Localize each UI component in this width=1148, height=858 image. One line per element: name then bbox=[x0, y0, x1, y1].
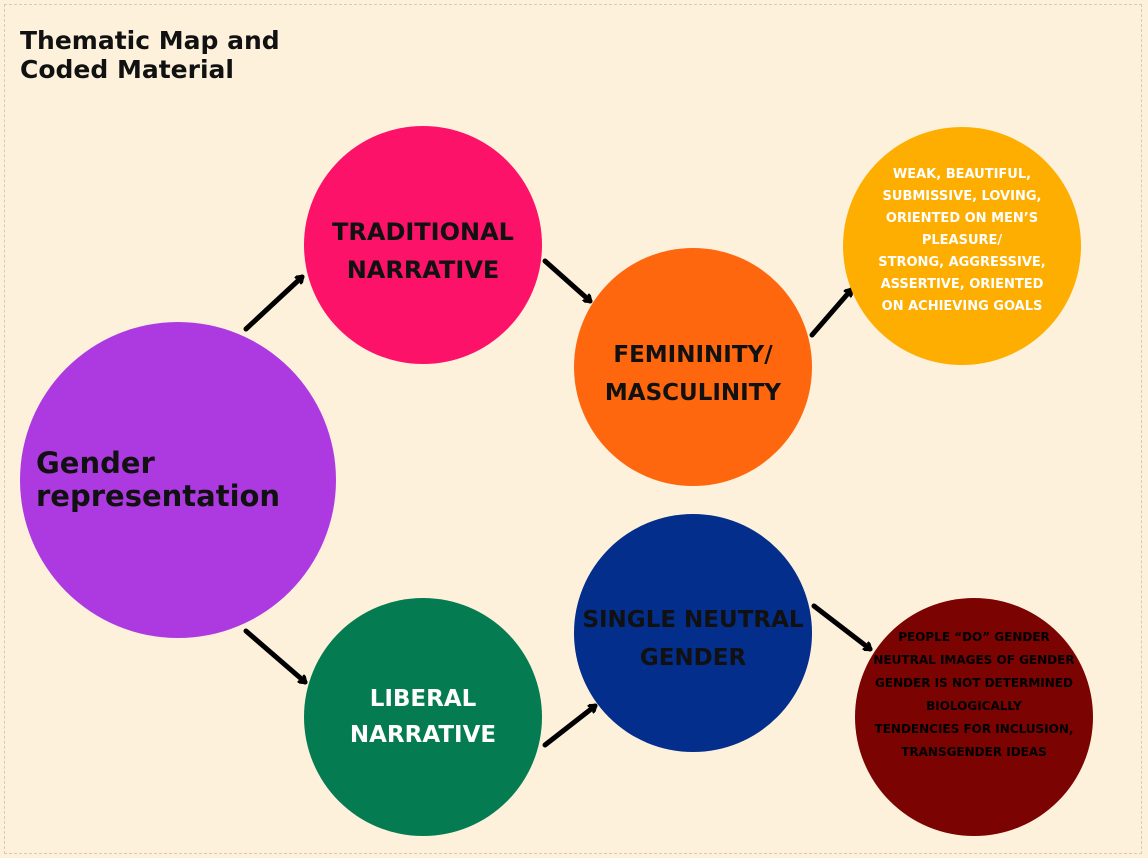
node-single-neutral-gender: SINGLE NEUTRAL GENDER bbox=[574, 514, 812, 752]
node-single-neutral-gender-label: SINGLE NEUTRAL GENDER bbox=[582, 607, 804, 671]
node-doing-gender: PEOPLE “DO” GENDER NEUTRAL IMAGES OF GEN… bbox=[855, 598, 1093, 836]
arrow-femininity-to-traits bbox=[809, 287, 854, 338]
node-traditional-narrative-label: TRADITIONAL NARRATIVE bbox=[332, 218, 514, 284]
node-traditional-narrative: TRADITIONAL NARRATIVE bbox=[304, 126, 542, 364]
node-liberal-narrative: LIBERAL NARRATIVE bbox=[304, 598, 542, 836]
node-femininity-masculinity: FEMININITY/ MASCULINITY bbox=[574, 248, 812, 486]
canvas-frame bbox=[4, 4, 1142, 854]
arrow-gender-to-traditional bbox=[243, 274, 305, 332]
arrow-traditional-to-femininity bbox=[542, 258, 593, 304]
arrow-gender-to-liberal bbox=[243, 628, 308, 685]
node-doing-gender-label: PEOPLE “DO” GENDER NEUTRAL IMAGES OF GEN… bbox=[873, 630, 1075, 759]
arrow-liberal-to-neutral bbox=[542, 703, 598, 748]
node-gender-traits: WEAK, BEAUTIFUL, SUBMISSIVE, LOVING, ORI… bbox=[843, 127, 1081, 365]
node-gender-traits-label: WEAK, BEAUTIFUL, SUBMISSIVE, LOVING, ORI… bbox=[878, 167, 1046, 314]
node-gender-representation: Gender representation bbox=[20, 322, 336, 638]
node-femininity-masculinity-label: FEMININITY/ MASCULINITY bbox=[604, 342, 782, 406]
arrow-neutral-to-doing bbox=[811, 603, 873, 652]
node-liberal-narrative-label: LIBERAL NARRATIVE bbox=[349, 686, 497, 748]
page-title: Thematic Map and Coded Material bbox=[20, 26, 280, 84]
node-gender-representation-label: Gender representation bbox=[36, 446, 281, 513]
